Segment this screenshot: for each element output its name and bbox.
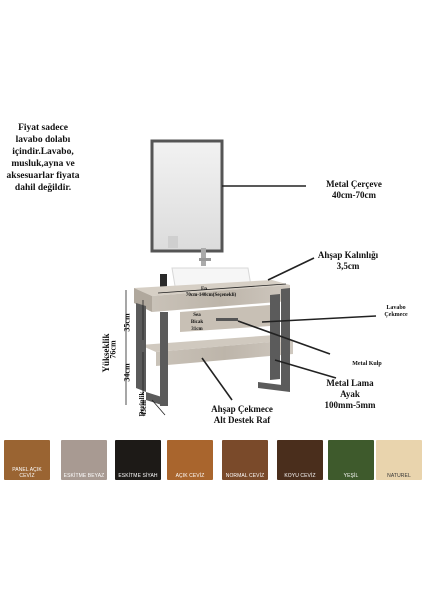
label-wood-drawer-line2: Alt Destek Raf: [213, 415, 271, 425]
lower-shelf: [156, 340, 293, 366]
label-height-34: 34cm: [122, 363, 132, 382]
label-wood-drawer: Ahşap Çekmece Alt Destek Raf: [200, 404, 284, 426]
countertop: [152, 285, 290, 312]
swatch-naturel[interactable]: NATUREL: [376, 440, 422, 480]
label-metal-frame-title: Metal Çerçeve: [326, 179, 382, 189]
label-metal-frame: Metal Çerçeve 40cm-70cm: [306, 179, 402, 201]
swatch-label: NATUREL: [387, 473, 411, 479]
label-drawer-depth-line2: Bicak: [190, 320, 204, 325]
label-height-76: 76cm: [108, 340, 118, 359]
label-drawer-depth-line3: 31cm: [191, 327, 203, 332]
label-metal-leg: Metal Lama Ayak 100mm-5mm: [312, 378, 388, 411]
metal-legs: [136, 288, 290, 406]
label-metal-handle: Metal Kulp: [352, 361, 382, 367]
label-metal-leg-line1: Metal Lama: [326, 378, 374, 388]
label-drawer-depth-line1: Sea: [193, 313, 201, 318]
swatch-koyu-ceviz[interactable]: KOYU CEVİZ: [277, 440, 323, 480]
label-drawer-depth: Sea Bicak 31cm: [183, 312, 211, 333]
swatch-label: YEŞİL: [343, 473, 359, 479]
label-width-range: 70cm-140cm(Seçenekli): [185, 293, 237, 298]
swatch-label: KOYU CEVİZ: [284, 473, 316, 479]
label-depth-43: 43cm: [140, 400, 148, 416]
label-wood-thickness: Ahşap Kalınlığı 3,5cm: [306, 250, 390, 272]
label-sink-drawer-line1: Lavabo: [386, 305, 406, 311]
label-width-title: En: [200, 287, 208, 292]
swatch-label: NORMAL CEVİZ: [225, 473, 265, 479]
label-wood-thickness-title: Ahşap Kalınlığı: [317, 250, 379, 260]
swatch-label: ESKİTME BEYAZ: [63, 473, 105, 479]
label-metal-frame-size: 40cm-70cm: [332, 190, 376, 200]
label-metal-leg-line3: 100mm-5mm: [324, 400, 376, 410]
swatch-panel-acik-ceviz[interactable]: PANEL AÇIK CEVİZ: [4, 440, 50, 480]
swatch-eskitme-beyaz[interactable]: ESKİTME BEYAZ: [61, 440, 107, 480]
swatch-label: AÇIK CEVİZ: [175, 473, 205, 479]
label-metal-leg-line2: Ayak: [340, 389, 360, 399]
vanity-illustration: [125, 139, 377, 416]
swatch-acik-ceviz[interactable]: AÇIK CEVİZ: [167, 440, 213, 480]
label-wood-thickness-size: 3,5cm: [336, 261, 360, 271]
label-wood-drawer-line1: Ahşap Çekmece: [211, 404, 273, 414]
label-height-35: 35cm: [122, 313, 132, 332]
swatch-label: PANEL AÇIK CEVİZ: [12, 467, 42, 479]
label-sink-drawer-line2: Çekmece: [384, 312, 408, 318]
swatch-normal-ceviz[interactable]: NORMAL CEVİZ: [222, 440, 268, 480]
price-note: Fiyat sadece lavabo dolabı içindir.Lavab…: [6, 123, 80, 193]
swatch-eskitme-siyah[interactable]: ESKİTME SİYAH: [115, 440, 161, 480]
swatch-label: ESKİTME SİYAH: [118, 473, 158, 479]
metal-handle: [216, 318, 238, 321]
mirror: [150, 139, 224, 253]
label-sink-drawer: Lavabo Çekmece: [376, 305, 416, 319]
swatch-yesil[interactable]: YEŞİL: [328, 440, 374, 480]
